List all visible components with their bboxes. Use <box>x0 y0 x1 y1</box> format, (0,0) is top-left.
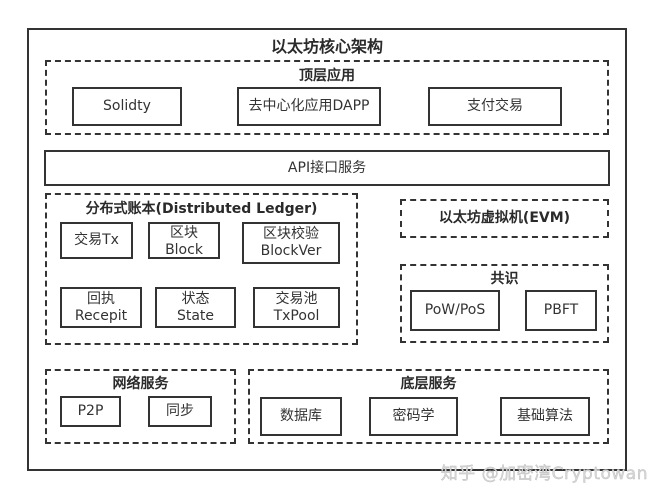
ledger-item-line2: Recepit <box>74 307 128 324</box>
ledger-item-blockver: 区块校验 BlockVer <box>242 222 340 264</box>
ledger-item-line1: 交易Tx <box>74 232 119 248</box>
consensus-group: 共识 <box>400 264 609 343</box>
network-group: 网络服务 <box>45 369 236 444</box>
sync-box: 同步 <box>148 396 212 427</box>
ledger-item-line2: State <box>176 307 215 324</box>
p2p-box: P2P <box>60 396 121 427</box>
api-layer-label: API接口服务 <box>287 159 367 176</box>
ledger-item-line1: 状态 <box>181 290 210 307</box>
consensus-title: 共识 <box>490 271 519 287</box>
cryptography-box: 密码学 <box>369 397 458 436</box>
top-layer-group: 顶层应用 <box>45 60 609 135</box>
base-title: 底层服务 <box>400 376 457 392</box>
ledger-item-line2: Block <box>165 242 203 258</box>
pbft-box: PBFT <box>525 290 597 331</box>
payment-label: 支付交易 <box>467 98 523 114</box>
database-label: 数据库 <box>280 408 322 424</box>
ledger-item-line2: BlockVer <box>260 243 322 259</box>
ledger-item-block: 区块 Block <box>148 222 220 259</box>
ledger-group: 分布式账本(Distributed Ledger) <box>45 193 358 345</box>
evm-label: 以太坊虚拟机(EVM) <box>438 210 571 226</box>
pow-pos-label: PoW/PoS <box>424 302 486 318</box>
ledger-item-state: 状态 State <box>155 287 236 328</box>
ledger-title: 分布式账本(Distributed Ledger) <box>85 201 318 217</box>
ledger-item-tx: 交易Tx <box>60 222 133 259</box>
pbft-label: PBFT <box>543 302 579 318</box>
api-layer-box: API接口服务 <box>44 150 610 186</box>
sync-label: 同步 <box>166 403 194 419</box>
ledger-item-receipt: 回执 Recepit <box>60 287 142 328</box>
ledger-item-line1: 区块校验 <box>263 226 319 242</box>
ledger-item-line1: 区块 <box>170 225 198 241</box>
p2p-label: P2P <box>77 403 104 419</box>
ledger-item-line1: 交易池 <box>275 290 318 307</box>
basic-algorithms-label: 基础算法 <box>517 408 573 424</box>
pow-pos-box: PoW/PoS <box>410 290 500 331</box>
database-box: 数据库 <box>260 397 342 436</box>
ledger-item-line1: 回执 <box>87 290 115 307</box>
top-layer-title: 顶层应用 <box>299 68 355 84</box>
dapp-label: 去中心化应用DAPP <box>248 98 370 114</box>
ledger-item-txpool: 交易池 TxPool <box>253 287 340 328</box>
basic-algorithms-box: 基础算法 <box>500 397 590 436</box>
evm-group: 以太坊虚拟机(EVM) <box>400 199 609 238</box>
watermark: 知乎 @加密湾Cryptowan <box>440 464 648 484</box>
solidity-label: Solidty <box>103 98 151 114</box>
dapp-box: 去中心化应用DAPP <box>237 87 381 126</box>
payment-box: 支付交易 <box>428 87 562 126</box>
base-group: 底层服务 <box>248 369 609 444</box>
architecture-frame: 以太坊核心架构 <box>27 28 627 471</box>
network-title: 网络服务 <box>112 376 169 392</box>
cryptography-label: 密码学 <box>392 408 435 424</box>
diagram-title: 以太坊核心架构 <box>270 37 383 56</box>
solidity-box: Solidty <box>72 87 182 126</box>
ledger-item-line2: TxPool <box>273 307 320 324</box>
